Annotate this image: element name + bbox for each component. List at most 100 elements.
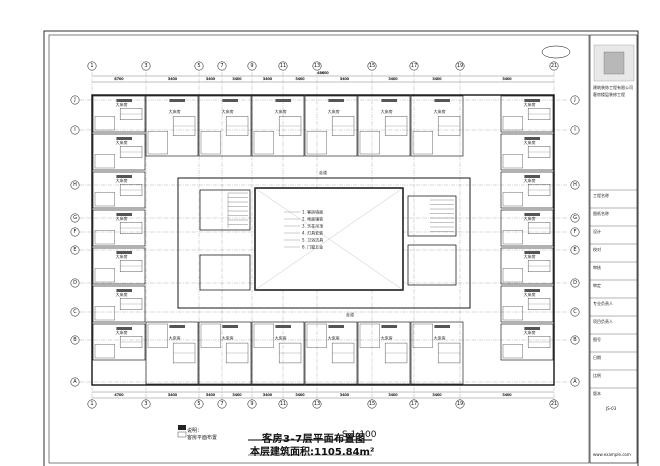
- axis-bubble-side: [570, 245, 580, 255]
- tb-row-label: 项目负责人: [593, 319, 613, 324]
- axis-bubble-top: [409, 399, 419, 409]
- axis-label-side: E: [573, 247, 576, 253]
- axis-label-side: H: [573, 182, 577, 188]
- axis-label-top: 3: [144, 63, 147, 69]
- room-label: 大床房: [116, 177, 128, 183]
- guest-room: 大床房: [500, 209, 554, 247]
- atrium-note: 3. 天花吊顶: [302, 223, 323, 229]
- core-areas: [199, 189, 457, 291]
- axis-bubble-top: [194, 399, 204, 409]
- guest-room: 大床房: [500, 323, 554, 361]
- axis-bubble-top: [312, 399, 322, 409]
- room-label: 大床房: [116, 215, 128, 221]
- axis-label-top: 17: [411, 63, 417, 69]
- axis-bubble-side: [70, 213, 80, 223]
- axis-bubble-top: [455, 399, 465, 409]
- dim-top: 3400: [263, 77, 273, 81]
- tb-footer: www.example.com: [593, 452, 631, 457]
- axis-label-side: D: [73, 280, 77, 286]
- dim-bottom: 3400: [295, 393, 305, 397]
- axis-label-top: 21: [551, 401, 557, 407]
- tb-row-label: 审核: [593, 265, 601, 270]
- room-label: 大床房: [222, 334, 234, 340]
- axis-bubble-top: [247, 399, 257, 409]
- atrium-note: 2. 地面铺装: [302, 216, 323, 222]
- axis-bubble-top: [141, 61, 151, 71]
- axis-bubble-top: [217, 399, 227, 409]
- guest-room: 大床房: [198, 95, 252, 157]
- axis-label-side: E: [73, 247, 76, 253]
- guest-room: 大床房: [500, 171, 554, 209]
- guest-room: 大床房: [357, 95, 411, 157]
- tb-project: 客房楼层装修工程: [593, 92, 625, 97]
- axis-label-side: G: [73, 215, 77, 221]
- tb-row-label: 校对: [593, 247, 601, 252]
- room-label: 大床房: [116, 139, 128, 145]
- room-label: 大床房: [524, 139, 536, 145]
- guest-room: 大床房: [145, 321, 199, 385]
- guest-room: 大床房: [500, 247, 554, 285]
- axis-label-top: 3: [144, 401, 147, 407]
- dim-bottom: 3400: [168, 393, 178, 397]
- dim-bottom: 3400: [502, 393, 512, 397]
- axis-bubble-side: [570, 95, 580, 105]
- tb-row-label: 审定: [593, 283, 601, 288]
- axis-bubble-side: [70, 278, 80, 288]
- dim-bottom: 3400: [432, 393, 442, 397]
- dim-top: 8700: [114, 77, 124, 81]
- axis-bubble-side: [70, 227, 80, 237]
- axis-label-side: C: [573, 309, 577, 315]
- title-block: [589, 34, 638, 464]
- room-label: 大床房: [116, 253, 128, 259]
- axis-label-top: 5: [197, 63, 200, 69]
- corridor-label: 走道: [319, 169, 327, 175]
- axis-label-top: 7: [220, 63, 223, 69]
- tb-row-label: 比例: [593, 373, 601, 378]
- dim-top: 3400: [232, 77, 242, 81]
- atrium-note: 4. 灯具安装: [302, 230, 323, 236]
- axis-label-top: 1: [90, 63, 93, 69]
- room-label: 大床房: [169, 108, 181, 114]
- axis-bubble-side: [70, 245, 80, 255]
- room-label: 大床房: [524, 215, 536, 221]
- axis-bubble-top: [141, 399, 151, 409]
- guest-room: 大床房: [92, 171, 146, 209]
- axis-label-top: 17: [411, 401, 417, 407]
- floor-area: 本层建筑面积:1105.84m²: [250, 447, 375, 458]
- dim-top: 3400: [168, 77, 178, 81]
- tb-row-label: 工程名称: [593, 193, 609, 198]
- axis-bubble-side: [570, 307, 580, 317]
- axis-bubble-top: [87, 399, 97, 409]
- axis-label-side: F: [74, 229, 77, 235]
- room-label: 大床房: [169, 334, 181, 340]
- tb-row-label: 设计: [593, 229, 601, 234]
- dim-bottom: 3400: [232, 393, 242, 397]
- guest-room: 大床房: [304, 321, 358, 385]
- room-label: 大床房: [524, 253, 536, 259]
- axis-bubble-side: [570, 377, 580, 387]
- axis-bubble-side: [70, 377, 80, 387]
- room-label: 大床房: [328, 334, 340, 340]
- axis-label-side: C: [73, 309, 77, 315]
- dim-top: 3400: [340, 77, 350, 81]
- axis-label-top: 9: [250, 63, 253, 69]
- guest-room: 大床房: [500, 95, 554, 133]
- room-label: 大床房: [116, 291, 128, 297]
- axis-bubble-side: [570, 335, 580, 345]
- drawing-title: 客房3-7层平面布置图: [262, 434, 366, 445]
- axis-bubble-top: [409, 61, 419, 71]
- axis-label-top: 5: [197, 401, 200, 407]
- axis-label-top: 15: [369, 401, 375, 407]
- axis-bubble-top: [278, 399, 288, 409]
- guest-room: 大床房: [500, 133, 554, 171]
- guest-room: 大床房: [92, 285, 146, 323]
- guest-room: 大床房: [304, 95, 358, 157]
- axis-bubble-top: [278, 61, 288, 71]
- tb-row-label: 图号: [593, 337, 601, 342]
- guest-room: 大床房: [92, 133, 146, 171]
- axis-bubble-top: [549, 61, 559, 71]
- axis-label-top: 11: [280, 63, 286, 69]
- atrium-note: 1. 客房墙面: [302, 209, 323, 215]
- dimension-lines: 8700470034003400340034003400340034003400…: [92, 71, 554, 399]
